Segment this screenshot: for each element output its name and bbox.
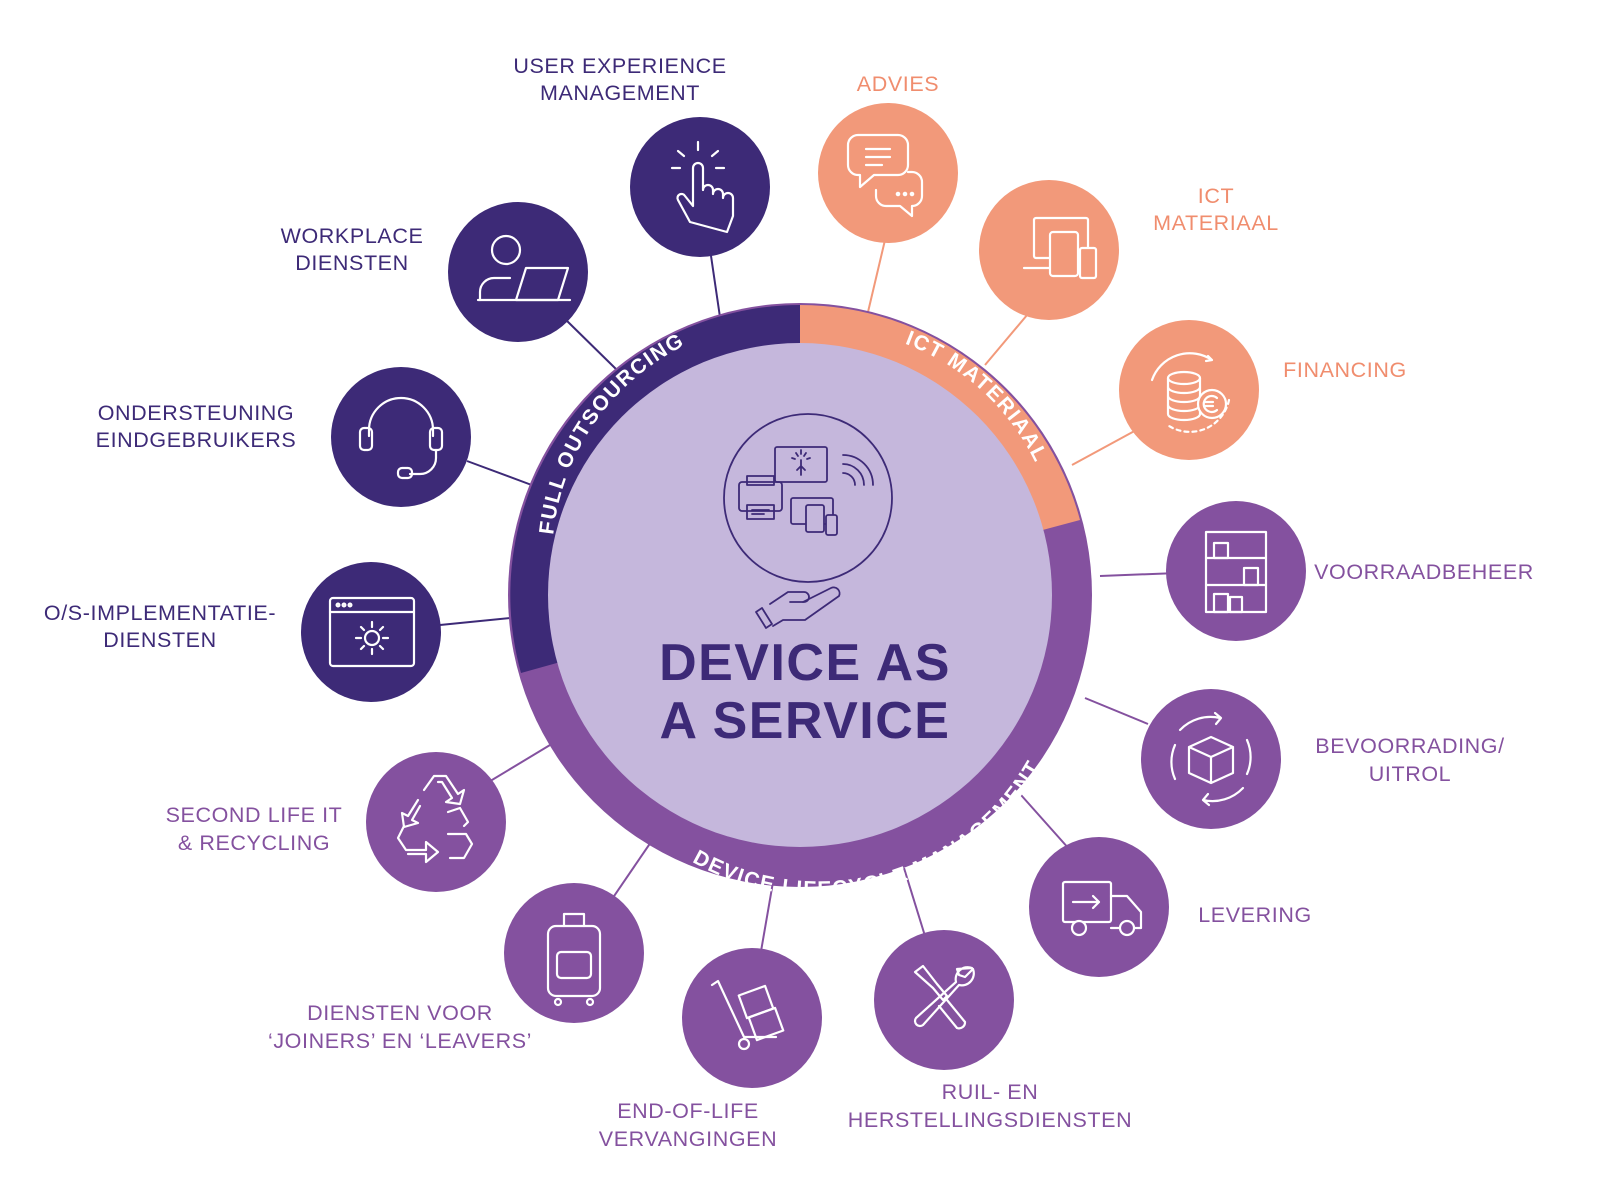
open-hand-icon [755, 586, 841, 629]
hand-truck-icon [710, 979, 785, 1051]
stock-label: VOORRAADBEHEER [1314, 560, 1534, 584]
financing-node-circle [1119, 320, 1259, 460]
support-label-line2: EINDGEBRUIKERS [96, 428, 297, 452]
node-ux: USER EXPERIENCE MANAGEMENT [513, 54, 770, 257]
ux-node-circle [630, 117, 770, 257]
delivery-node-circle [1029, 837, 1169, 977]
recycling-label-line2: & RECYCLING [178, 831, 330, 855]
touch-icon [670, 140, 735, 234]
center-title-line1: DEVICE AS [659, 634, 951, 692]
node-support: ONDERSTEUNING EINDGEBRUIKERS [96, 367, 471, 507]
recycling-node-circle [366, 752, 506, 892]
delivery-label: LEVERING [1198, 903, 1312, 927]
joiners-label-line2: ‘JOINERS’ EN ‘LEAVERS’ [268, 1029, 532, 1053]
headset-icon [358, 396, 444, 480]
node-os: O/S-IMPLEMENTATIE- DIENSTEN [44, 562, 441, 702]
devices-icon [1022, 216, 1098, 280]
center-emblem: DEVICE AS A SERVICE [659, 413, 951, 750]
node-ict: ICT MATERIAAL [979, 180, 1279, 320]
node-financing: FINANCING [1119, 320, 1407, 460]
suitcase-icon [546, 912, 602, 1007]
recycle-icon [396, 774, 474, 864]
ict-label-line2: MATERIAAL [1153, 211, 1279, 235]
eol-node-circle [682, 948, 822, 1088]
node-rollout: BEVOORRADING/ UITROL [1141, 689, 1504, 829]
recycling-label-line1: SECOND LIFE IT [166, 803, 343, 827]
os-label-line1: O/S-IMPLEMENTATIE- [44, 601, 276, 625]
ux-label-line2: MANAGEMENT [540, 81, 700, 105]
workplace-label-line1: WORKPLACE [281, 224, 424, 248]
repair-label-line1: RUIL- EN [942, 1080, 1039, 1104]
repair-label-line2: HERSTELLINGSDIENSTEN [848, 1108, 1132, 1132]
advies-label: ADVIES [857, 72, 939, 96]
chat-icon [846, 133, 924, 218]
emblem-circle [723, 413, 893, 583]
node-recycling: SECOND LIFE IT & RECYCLING [166, 752, 506, 892]
support-label-line1: ONDERSTEUNING [98, 401, 295, 425]
node-eol: END-OF-LIFE VERVANGINGEN [599, 948, 822, 1151]
node-advies: ADVIES [818, 72, 958, 243]
eol-label-line2: VERVANGINGEN [599, 1127, 777, 1151]
user-laptop-icon [476, 234, 572, 302]
ux-label-line1: USER EXPERIENCE [513, 54, 726, 78]
center-circle [548, 343, 1052, 847]
node-joiners: DIENSTEN VOOR ‘JOINERS’ EN ‘LEAVERS’ [268, 883, 644, 1053]
truck-icon [1061, 880, 1143, 937]
shelves-icon [1204, 530, 1268, 614]
os-label-line2: DIENSTEN [103, 628, 217, 652]
connector-lines [439, 239, 1179, 958]
coins-euro-icon [1150, 352, 1231, 433]
node-repair: RUIL- EN HERSTELLINGSDIENSTEN [848, 930, 1132, 1132]
node-stock: VOORRAADBEHEER [1166, 501, 1534, 641]
center-title-line2: A SERVICE [660, 692, 951, 750]
financing-label: FINANCING [1283, 358, 1407, 382]
box-cycle-icon [1170, 711, 1252, 807]
rollout-label-line1: BEVOORRADING/ [1315, 734, 1504, 758]
node-delivery: LEVERING [1029, 837, 1312, 977]
rollout-label-line2: UITROL [1369, 762, 1451, 786]
stock-node-circle [1166, 501, 1306, 641]
node-workplace: WORKPLACE DIENSTEN [281, 202, 588, 342]
advies-node-circle [818, 103, 958, 243]
eol-label-line1: END-OF-LIFE [617, 1099, 759, 1123]
workplace-label-line2: DIENSTEN [295, 251, 409, 275]
joiners-label-line1: DIENSTEN VOOR [307, 1001, 493, 1025]
tools-icon [913, 964, 975, 1030]
browser-gear-icon [328, 596, 416, 668]
support-node-circle [331, 367, 471, 507]
workplace-node-circle [448, 202, 588, 342]
ict-label-line1: ICT [1198, 184, 1234, 208]
devices-cluster-icon [738, 446, 874, 536]
